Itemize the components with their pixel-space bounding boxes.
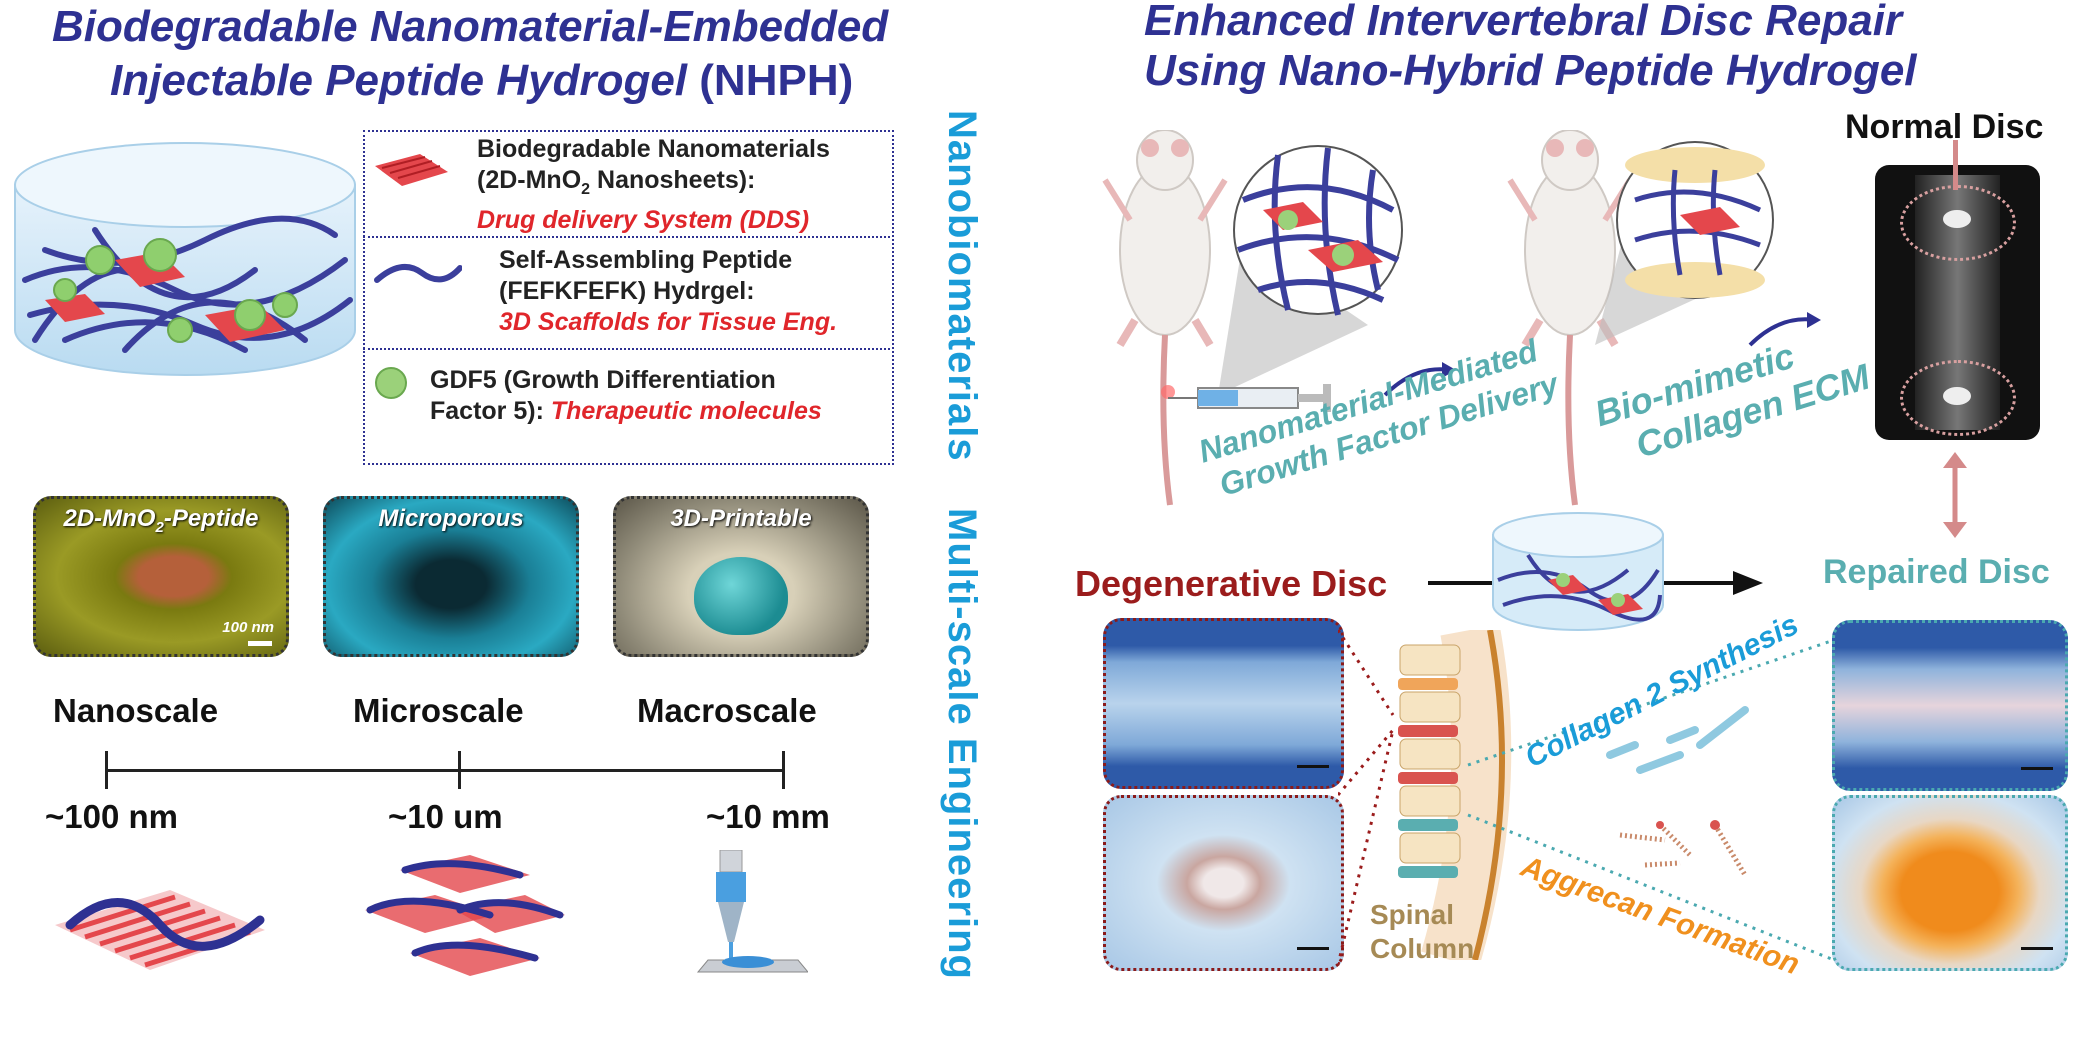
histology-degenerative-collagen bbox=[1103, 618, 1344, 789]
legend-nanomaterials-line1: Biodegradable Nanomaterials bbox=[477, 135, 830, 163]
legend-mno2-sub: 2 bbox=[581, 181, 591, 198]
caption-mno2-prefix: 2D-MnO bbox=[63, 505, 156, 532]
photo-microscale: Microporous bbox=[323, 496, 579, 657]
left-title-line2-italic: Injectable Peptide Hydrogel bbox=[110, 56, 700, 105]
legend-gdf5: GDF5 (Growth Differentiation Factor 5): … bbox=[430, 365, 822, 427]
histo-scale-bar bbox=[1297, 947, 1329, 950]
nanosheet-peptide-illustration bbox=[55, 890, 265, 970]
scale-tick bbox=[105, 751, 108, 789]
gdf5-molecule-icon bbox=[375, 367, 407, 399]
rat-right-illustration bbox=[1507, 130, 1633, 506]
legend-peptide: Self-Assembling Peptide (FEFKFEFK) Hydrg… bbox=[499, 245, 837, 338]
legend-nanomaterials: Biodegradable Nanomaterials (2D-MnO2 Nan… bbox=[477, 134, 830, 236]
right-title-line2: Using Nano-Hybrid Peptide Hydrogel bbox=[1144, 46, 1917, 95]
zoom-circle-ecm bbox=[1595, 141, 1774, 345]
photo-microscale-caption: Microporous bbox=[378, 505, 524, 532]
histology-repaired-collagen bbox=[1832, 620, 2068, 791]
mri-nucleus-top bbox=[1943, 210, 1971, 228]
left-title-acronym: (NHPH) bbox=[699, 56, 854, 105]
right-title-line1: Enhanced Intervertebral Disc Repair bbox=[1144, 0, 1903, 45]
mri-pointer-line bbox=[1953, 140, 1958, 190]
legend-peptide-line2: (FEFKFEFK) Hydrgel: bbox=[499, 277, 755, 305]
nanosheet-icon bbox=[375, 154, 448, 186]
photo-nanoscale-tem: 2D-MnO2-Peptide 100 nm bbox=[33, 496, 289, 657]
legend-peptide-role: 3D Scaffolds for Tissue Eng. bbox=[499, 308, 838, 336]
legend-nanomaterials-line2: (2D-MnO2 Nanosheets): bbox=[477, 165, 830, 205]
histo-scale-bar bbox=[1297, 765, 1329, 768]
scale-label-nano: Nanoscale bbox=[53, 692, 219, 729]
photo-macroscale-caption: 3D-Printable bbox=[670, 505, 812, 532]
photo-scale-bar bbox=[248, 641, 272, 646]
size-label-10um: ~10 um bbox=[388, 798, 503, 835]
photo-scale-text: 100 nm bbox=[222, 619, 274, 636]
comparison-double-arrow bbox=[1943, 452, 1967, 538]
legend-divider bbox=[363, 348, 890, 350]
syringe-illustration bbox=[1168, 384, 1331, 412]
size-label-10mm: ~10 mm bbox=[706, 798, 830, 835]
caption-mno2-suffix: -Peptide bbox=[163, 505, 259, 532]
legend-gdf5-line1: GDF5 (Growth Differentiation bbox=[430, 366, 776, 394]
connector-lines bbox=[1338, 629, 1835, 966]
collagen-fibrils-illustration bbox=[1606, 706, 1749, 774]
scale-tick bbox=[782, 751, 785, 789]
photo-nanoscale-caption: 2D-MnO2-Peptide bbox=[36, 505, 286, 536]
caption-mno2-sub: 2 bbox=[155, 518, 164, 536]
spinal-column-illustration bbox=[1398, 630, 1512, 960]
histology-degenerative-aggrecan bbox=[1103, 795, 1344, 971]
histology-repaired-aggrecan bbox=[1832, 795, 2068, 971]
normal-disc-label: Normal Disc bbox=[1845, 108, 2044, 146]
3d-printer-nozzle-illustration bbox=[696, 850, 808, 973]
size-label-100nm: ~100 nm bbox=[45, 798, 178, 835]
legend-peptide-line1: Self-Assembling Peptide bbox=[499, 246, 793, 274]
mri-disc-bottom bbox=[1900, 360, 2016, 436]
repaired-disc-label: Repaired Disc bbox=[1823, 553, 2050, 591]
spinal-line1: Spinal bbox=[1370, 899, 1455, 930]
legend-gdf5-role: Therapeutic molecules bbox=[550, 397, 822, 425]
legend-divider bbox=[363, 236, 890, 238]
scale-tick bbox=[458, 751, 461, 789]
legend-mno2-prefix: (2D-MnO bbox=[477, 166, 582, 194]
hydrogel-cylinder-small bbox=[1492, 512, 1664, 631]
legend-gdf5-line2: Factor 5): Therapeutic molecules bbox=[430, 396, 822, 427]
mri-normal-disc-image bbox=[1875, 165, 2040, 440]
legend-gdf5-line2-text: Factor 5): bbox=[430, 397, 551, 425]
curved-arrow-2 bbox=[1748, 312, 1821, 347]
mri-disc-top bbox=[1900, 185, 2016, 261]
legend-nanomaterials-role: Drug delivery System (DDS) bbox=[477, 206, 810, 234]
hydrogel-cylinder-illustration bbox=[14, 142, 356, 376]
rat-left-illustration bbox=[1102, 130, 1228, 506]
legend-mno2-suffix: Nanosheets): bbox=[590, 166, 756, 194]
curved-arrow-1 bbox=[1383, 362, 1456, 397]
degenerative-disc-label: Degenerative Disc bbox=[1075, 563, 1388, 604]
scale-label-macro: Macroscale bbox=[637, 692, 817, 729]
stacked-nanosheets-illustration bbox=[365, 855, 565, 976]
histo-scale-bar bbox=[2021, 767, 2053, 770]
scale-axis bbox=[106, 769, 784, 772]
peptide-fiber-icon bbox=[374, 263, 462, 283]
zoom-circle-hydrogel bbox=[1218, 145, 1403, 395]
hydrogel-droplet bbox=[694, 557, 788, 635]
vertical-label-nanobiomaterials: Nanobiomaterials bbox=[940, 110, 984, 462]
aggrecan-molecules-illustration bbox=[1619, 820, 1748, 877]
photo-macroscale: 3D-Printable bbox=[613, 496, 869, 657]
histo-scale-bar bbox=[2021, 947, 2053, 950]
scale-label-micro: Microscale bbox=[353, 692, 524, 729]
spinal-column-label: Spinal Column bbox=[1370, 898, 1474, 966]
vertical-label-multiscale: Multi-scale Engineering bbox=[940, 508, 984, 980]
left-title-line2: Injectable Peptide Hydrogel (NHPH) bbox=[110, 56, 853, 106]
component-legend bbox=[363, 130, 894, 465]
mri-nucleus-bottom bbox=[1943, 387, 1971, 405]
spinal-line2: Column bbox=[1370, 933, 1475, 964]
left-title-line1: Biodegradable Nanomaterial-Embedded bbox=[52, 2, 889, 51]
